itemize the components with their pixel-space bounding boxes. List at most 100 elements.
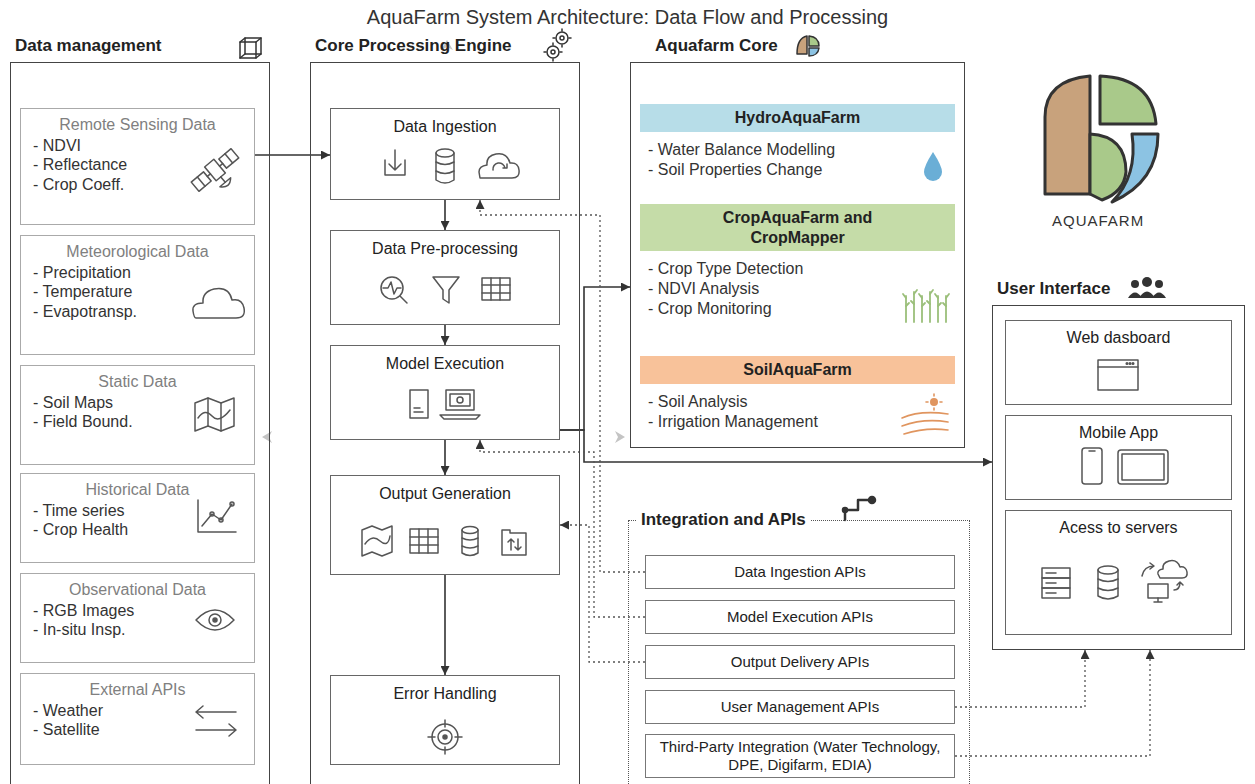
node-title: Data Pre-processing bbox=[339, 239, 551, 259]
node-item: - Water Balance Modelling bbox=[640, 140, 955, 160]
cube-icon bbox=[240, 38, 261, 58]
logo-text: AQUAFARM bbox=[1052, 212, 1144, 229]
node-title: Acess to servers bbox=[1012, 518, 1225, 538]
grid-icon bbox=[482, 278, 510, 300]
dotted-connector bbox=[955, 650, 1150, 756]
flow-arrow bbox=[444, 325, 446, 345]
data-source-box: Historical Data- Time series- Crop Healt… bbox=[20, 473, 255, 563]
process-box: Data Pre-processing bbox=[330, 230, 560, 325]
browser-window-icon bbox=[1098, 360, 1138, 390]
node-item: - Precipitation bbox=[29, 263, 246, 283]
chart-icon bbox=[198, 500, 236, 532]
node-item: - Irrigation Management bbox=[640, 412, 955, 432]
module-band: HydroAquaFarm- Water Balance Modelling- … bbox=[640, 104, 955, 196]
interface-box: Acess to servers bbox=[1005, 510, 1232, 635]
interface-box: Mobile App bbox=[1005, 415, 1232, 500]
module-band: CropAquaFarm and CropMapper- Crop Type D… bbox=[640, 204, 955, 344]
flow-arrow bbox=[560, 287, 630, 430]
api-box: Data Ingestion APIs bbox=[645, 555, 955, 589]
api-box: User Management APIs bbox=[645, 690, 955, 724]
dotted-connector bbox=[560, 525, 645, 662]
api-box: Model Execution APIs bbox=[645, 600, 955, 634]
node-item: - Crop Coeff. bbox=[29, 175, 246, 195]
diagram-title: AquaFarm System Architecture: Data Flow … bbox=[0, 6, 1255, 29]
database-icon bbox=[1098, 566, 1118, 599]
node-item: - NDVI bbox=[29, 136, 246, 156]
gears-icon bbox=[544, 29, 571, 61]
cloud-icon bbox=[193, 288, 244, 318]
interface-box: Web dasboard bbox=[1005, 320, 1232, 405]
target-icon bbox=[428, 720, 462, 754]
node-title: Data management bbox=[15, 36, 161, 57]
flow-arrow bbox=[444, 575, 446, 675]
node-title: External APIs bbox=[29, 680, 246, 700]
node-title: Data Ingestion APIs bbox=[652, 563, 948, 581]
tablet-icon bbox=[1118, 450, 1168, 484]
node-item: - Soil Maps bbox=[29, 393, 246, 413]
group-panel: Aquafarm CoreHydroAquaFarm- Water Balanc… bbox=[630, 62, 965, 448]
node-title: HydroAquaFarm bbox=[640, 104, 955, 132]
satellite-icon bbox=[189, 146, 247, 202]
flow-arrow bbox=[560, 430, 992, 462]
node-item: - Crop Type Detection bbox=[640, 259, 955, 279]
data-source-box: External APIs- Weather- Satellite bbox=[20, 673, 255, 765]
process-box: Error Handling bbox=[330, 675, 560, 765]
node-item: - Field Bound. bbox=[29, 412, 246, 432]
leaf-icon bbox=[797, 36, 819, 56]
search-pulse-icon bbox=[381, 277, 407, 303]
node-item: - Satellite bbox=[29, 720, 246, 740]
node-title: Error Handling bbox=[339, 684, 551, 704]
connector-icon bbox=[843, 497, 875, 520]
node-item: - RGB Images bbox=[29, 601, 246, 621]
group-panel: Integration and APIsData Ingestion APIsM… bbox=[628, 520, 970, 784]
flow-arrow bbox=[255, 154, 330, 156]
database-icon bbox=[436, 149, 454, 183]
grid-icon bbox=[410, 529, 438, 553]
database-icon bbox=[462, 527, 478, 556]
chevron bbox=[262, 40, 625, 443]
map-icon bbox=[362, 526, 392, 556]
node-title: Output Delivery APIs bbox=[652, 653, 948, 671]
dotted-connector bbox=[955, 650, 1085, 707]
people-icon bbox=[1128, 277, 1166, 298]
node-item: - In-situ Insp. bbox=[29, 620, 246, 640]
flow-arrow bbox=[444, 200, 446, 230]
api-box: Third-Party Integration (Water Technolog… bbox=[645, 734, 955, 778]
node-title: Output Generation bbox=[339, 484, 551, 504]
node-title: Static Data bbox=[29, 372, 246, 392]
arrows-icon bbox=[196, 706, 236, 736]
node-title: Web dasboard bbox=[1012, 328, 1225, 348]
node-title: Historical Data bbox=[29, 480, 246, 500]
soil-field-icon bbox=[902, 394, 948, 434]
node-title: User Management APIs bbox=[652, 698, 948, 716]
aquafarm-logo bbox=[1045, 76, 1158, 202]
server-icon bbox=[1042, 568, 1070, 598]
group-panel: Core Processing EngineData IngestionData… bbox=[310, 62, 580, 784]
module-band: SoilAquaFarm - Soil Analysis- Irrigation … bbox=[640, 356, 955, 442]
node-title: SoilAquaFarm bbox=[640, 356, 955, 384]
node-item: - Soil Analysis bbox=[640, 392, 955, 412]
node-item: - Weather bbox=[29, 701, 246, 721]
group-panel: Data managementRemote Sensing Data- NDVI… bbox=[10, 62, 270, 784]
node-title: Observational Data bbox=[29, 580, 246, 600]
water-drop-icon bbox=[924, 152, 942, 181]
data-source-box: Static Data- Soil Maps- Field Bound. bbox=[20, 365, 255, 465]
cloud-computer-icon bbox=[1142, 561, 1187, 602]
node-title: Mobile App bbox=[1012, 423, 1225, 443]
document-icon bbox=[410, 390, 428, 418]
cloud-sync-icon bbox=[479, 154, 519, 178]
eye-icon bbox=[196, 610, 234, 630]
node-item: - Evapotransp. bbox=[29, 302, 246, 322]
data-source-box: Remote Sensing Data- NDVI- Reflectance- … bbox=[20, 108, 255, 225]
node-item: - Time series bbox=[29, 501, 246, 521]
group-panel: User InterfaceWeb dasboardMobile AppAces… bbox=[992, 305, 1245, 650]
node-title: Remote Sensing Data bbox=[29, 115, 246, 135]
node-title: Meteorological Data bbox=[29, 242, 246, 262]
node-title: Data Ingestion bbox=[339, 117, 551, 137]
map-icon bbox=[195, 398, 234, 431]
process-box: Data Ingestion bbox=[330, 108, 560, 200]
folder-icon bbox=[502, 530, 526, 555]
process-box: Output Generation bbox=[330, 475, 560, 575]
dotted-connector bbox=[480, 440, 645, 617]
funnel-icon bbox=[433, 277, 459, 303]
